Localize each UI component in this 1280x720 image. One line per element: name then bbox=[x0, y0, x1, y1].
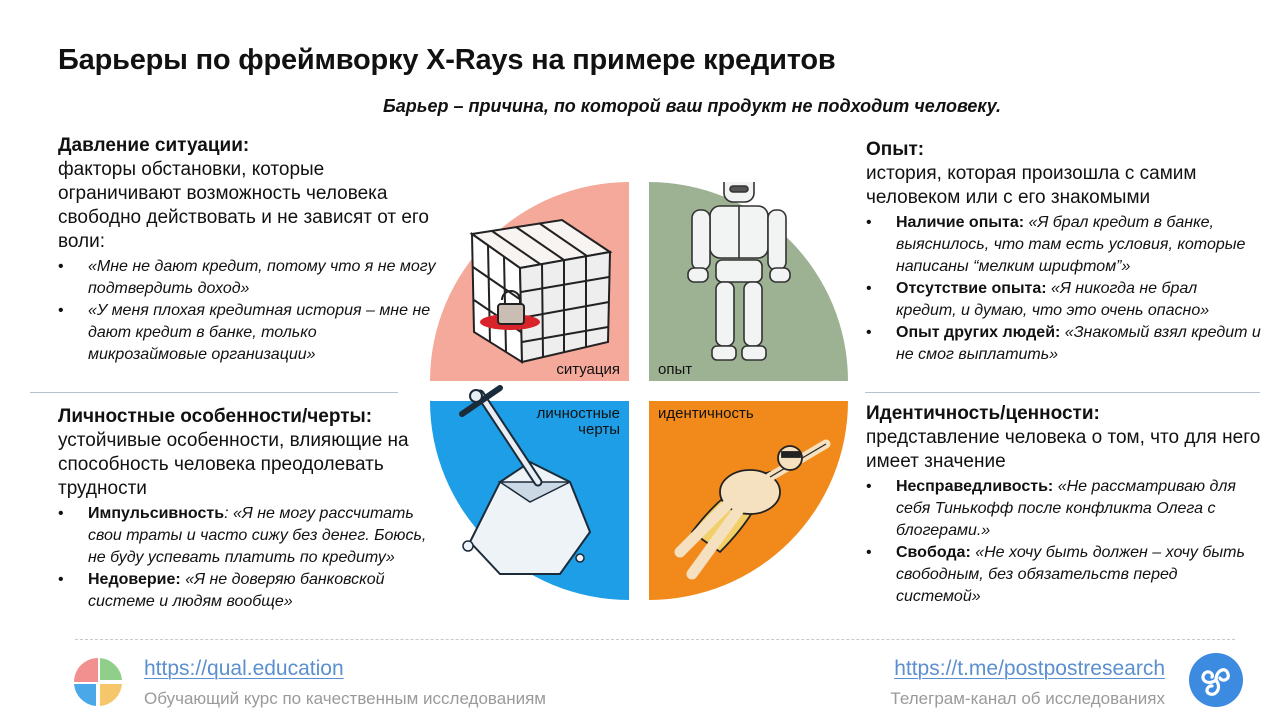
item-text: «Я не доверяю банковской системе и людям… bbox=[88, 571, 385, 610]
superhero-icon bbox=[674, 439, 831, 580]
item-lead: Импульсивность bbox=[88, 505, 225, 522]
item-lead: Недоверие: bbox=[88, 571, 181, 588]
item-lead: Свобода: bbox=[896, 544, 971, 561]
situation-description: факторы обстановки, которые ограничивают… bbox=[58, 159, 429, 252]
experience-list: Наличие опыта: «Я брал кредит в банке, в… bbox=[866, 212, 1261, 366]
triskelion-logo bbox=[1189, 653, 1243, 707]
qual-education-link[interactable]: https://qual.education bbox=[144, 657, 344, 680]
personality-heading: Личностные особенности/черты: bbox=[58, 406, 373, 427]
padlock-icon bbox=[497, 290, 525, 325]
divider-left bbox=[30, 392, 398, 393]
list-item: Импульсивность: «Я не могу рассчитать св… bbox=[58, 503, 438, 569]
item-text: «Не рассматриваю для себя Тинькофф после… bbox=[896, 478, 1236, 539]
item-lead: Наличие опыта: bbox=[896, 214, 1025, 231]
item-lead: Опыт других людей: bbox=[896, 324, 1061, 341]
personality-description: устойчивые особенности, влияющие на спос… bbox=[58, 430, 409, 499]
list-item: Опыт других людей: «Знакомый взял кредит… bbox=[866, 322, 1261, 366]
list-item: «Мне не дают кредит, потому что я не мог… bbox=[58, 256, 438, 300]
item-text: : «Я не могу рассчитать свои траты и час… bbox=[88, 505, 427, 566]
item-text: «Я никогда не брал кредит, и думаю, что … bbox=[896, 280, 1210, 319]
robot-armor-icon bbox=[687, 182, 791, 361]
experience-description: история, которая произошла с самим челов… bbox=[866, 163, 1197, 208]
list-item: Отсутствие опыта: «Я никогда не брал кре… bbox=[866, 278, 1261, 322]
page-title: Барьеры по фреймворку X-Rays на примере … bbox=[58, 44, 836, 76]
item-text: «Не хочу быть должен – хочу быть свободн… bbox=[896, 544, 1245, 605]
situation-list: «Мне не дают кредит, потому что я не мог… bbox=[58, 256, 438, 366]
item-lead: Несправедливость: bbox=[896, 478, 1054, 495]
sword-in-stone-icon bbox=[459, 385, 592, 575]
telegram-channel-note: Телеграм-канал об исследованиях bbox=[890, 689, 1165, 708]
xrays-quadrant-diagram: ситуация опыт личностные черты идентично… bbox=[430, 182, 848, 600]
experience-block: Опыт: история, которая произошла с самим… bbox=[866, 138, 1261, 366]
list-item: «У меня плохая кредитная история – мне н… bbox=[58, 300, 438, 366]
list-item: Недоверие: «Я не доверяю банковской сист… bbox=[58, 569, 438, 613]
label-experience: опыт bbox=[658, 361, 692, 378]
experience-heading: Опыт: bbox=[866, 139, 925, 160]
identity-heading: Идентичность/ценности: bbox=[866, 403, 1100, 424]
label-identity: идентичность bbox=[658, 405, 754, 422]
label-personality-1: личностные bbox=[537, 405, 620, 422]
qual-education-logo bbox=[74, 658, 122, 706]
label-personality-2: черты bbox=[578, 421, 620, 438]
page-subtitle: Барьер – причина, по которой ваш продукт… bbox=[383, 96, 1002, 116]
qual-education-note: Обучающий курс по качественным исследова… bbox=[144, 689, 546, 708]
personality-block: Личностные особенности/черты: устойчивые… bbox=[58, 405, 438, 613]
list-item: Наличие опыта: «Я брал кредит в банке, в… bbox=[866, 212, 1261, 278]
divider-right bbox=[865, 392, 1260, 393]
identity-block: Идентичность/ценности: представление чел… bbox=[866, 402, 1261, 608]
list-item: Несправедливость: «Не рассматриваю для с… bbox=[866, 476, 1261, 542]
divider-footer bbox=[75, 639, 1235, 640]
situation-heading: Давление ситуации: bbox=[58, 135, 250, 156]
cube-lock-icon bbox=[469, 218, 613, 364]
personality-list: Импульсивность: «Я не могу рассчитать св… bbox=[58, 503, 438, 613]
telegram-channel-link[interactable]: https://t.me/postpostresearch bbox=[894, 657, 1165, 680]
list-item: Свобода: «Не хочу быть должен – хочу быт… bbox=[866, 542, 1261, 608]
identity-list: Несправедливость: «Не рассматриваю для с… bbox=[866, 476, 1261, 608]
situation-block: Давление ситуации: факторы обстановки, к… bbox=[58, 134, 438, 366]
item-lead: Отсутствие опыта: bbox=[896, 280, 1047, 297]
label-situation: ситуация bbox=[556, 361, 620, 378]
item-text: «Знакомый взял кредит и не смог выплатит… bbox=[896, 324, 1261, 363]
item-text: «Я брал кредит в банке, выяснилось, что … bbox=[896, 214, 1246, 275]
identity-description: представление человека о том, что для не… bbox=[866, 427, 1261, 472]
